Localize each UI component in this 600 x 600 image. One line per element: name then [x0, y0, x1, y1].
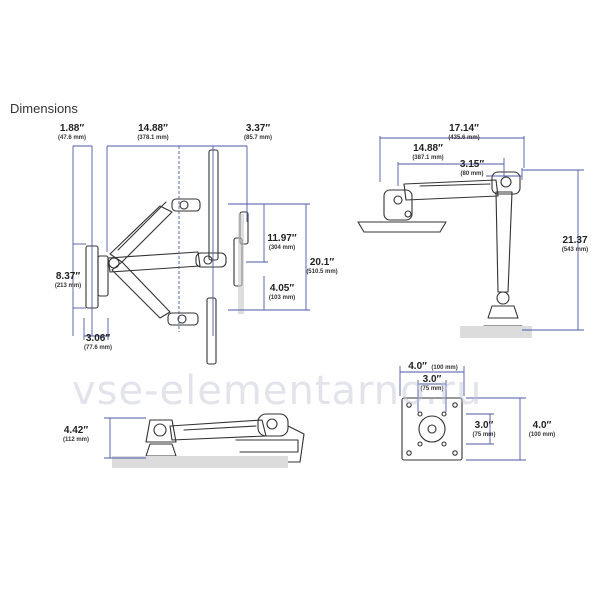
watermark-text: vse-elementarno.ru [72, 368, 483, 414]
vesa-outer-height-label: 4.0″(100 mm) [528, 420, 556, 439]
pole-max-reach-label: 17.14″(435.6 mm) [448, 123, 480, 142]
pole-height-label: 21.37(543 mm) [561, 235, 589, 254]
vesa-inner-height-label: 3.0″(75 mm) [472, 420, 496, 439]
side-monitor-offset-label: 3.37″(85.7 mm) [243, 123, 272, 142]
vesa-inner-width-label: 3.0″(75 mm) [420, 374, 444, 393]
dimension-lines [72, 136, 584, 461]
vesa-outer-width-label: 4.0″ (100 mm) [408, 361, 458, 372]
side-base-depth-label: 1.88″(47.6 mm) [57, 123, 86, 142]
side-view-drawing [85, 149, 249, 365]
page-title: Dimensions [10, 101, 78, 116]
pole-arm-reach-label: 14.88″(387.1 mm) [412, 143, 444, 162]
pole-view-drawing [357, 171, 523, 327]
pole-head-offset-label: 3.15″(80 mm) [459, 159, 485, 178]
side-total-height-label: 20.1″(510.5 mm) [306, 257, 338, 276]
vesa-plate-drawing [401, 397, 463, 461]
side-min-height-label: 4.05″(103 mm) [268, 283, 296, 302]
side-lift-range-label: 11.97″(304 mm) [267, 233, 297, 252]
low-view-height-label: 4.42″(112 mm) [62, 425, 89, 444]
side-clamp-height-label: 8.37″(213 mm) [54, 271, 82, 290]
low-view-drawing [145, 413, 305, 463]
side-reach-label: 14.88″(378.1 mm) [137, 123, 169, 142]
side-clamp-depth-label: 3.06″(77.6 mm) [83, 333, 112, 352]
